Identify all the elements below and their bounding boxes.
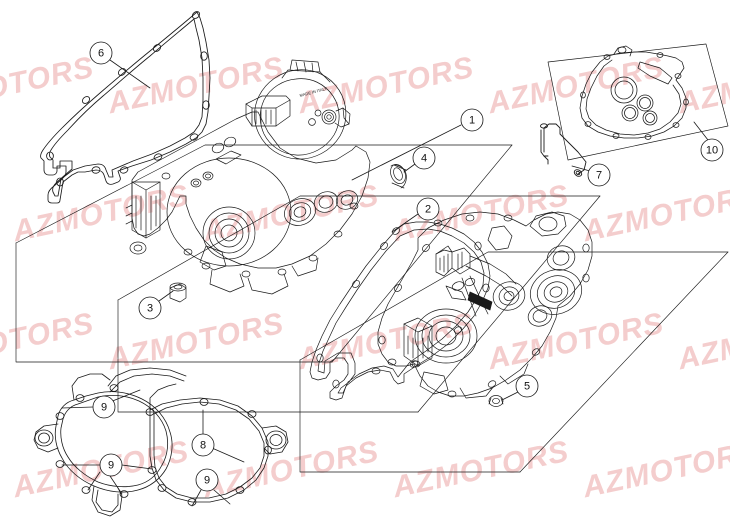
callout-9b-label: 9 (108, 460, 114, 472)
part-oil-pipe (540, 123, 587, 177)
part-dowel-pin-right (488, 395, 504, 407)
callout-6[interactable]: 6 (89, 41, 151, 89)
part-clutch-cover-gasket (40, 11, 211, 204)
callout-1-label: 1 (469, 115, 475, 127)
gasket-set-holes (55, 384, 272, 506)
callout-2[interactable]: 2 (391, 197, 440, 233)
callout-7-label: 7 (596, 170, 602, 182)
part-complete-gasket-kit (579, 45, 689, 140)
callout-5[interactable]: 5 (501, 374, 539, 401)
part-right-crankcase (377, 211, 593, 399)
callout-8-label: 8 (200, 440, 206, 452)
callout-8[interactable]: 8 (191, 409, 245, 463)
part-dowel-pin-small (169, 282, 187, 303)
callout-10[interactable]: 10 (693, 121, 724, 162)
svg-text:MADE IN ITALY: MADE IN ITALY (299, 86, 328, 98)
grouping-frames (15, 43, 729, 473)
callout-9a[interactable]: 9 (61, 389, 141, 419)
gasket-bolt-holes-2 (316, 219, 490, 389)
gasket-bolt-holes (46, 11, 210, 187)
callout-9c[interactable]: 9 (191, 468, 231, 507)
callout-7[interactable]: 7 (571, 163, 611, 187)
part-crankcase-gasket (309, 219, 491, 401)
callout-9b[interactable]: 9 (61, 453, 153, 495)
callout-2-label: 2 (425, 204, 431, 216)
part-left-crankcase: MADE IN ITALY (125, 59, 371, 295)
callout-5-label: 5 (524, 381, 530, 393)
callout-layer: 1 2 3 4 (61, 41, 724, 507)
callout-3-label: 3 (147, 303, 153, 315)
kit-gasket-holes (580, 52, 689, 140)
callout-4-label: 4 (421, 153, 427, 165)
part-gasket-set-bottom (33, 367, 289, 517)
callout-9a-label: 9 (101, 402, 107, 414)
callout-1[interactable]: 1 (351, 108, 484, 181)
callout-9c-label: 9 (204, 475, 210, 487)
callout-3[interactable]: 3 (138, 290, 174, 320)
callout-4[interactable]: 4 (403, 146, 436, 173)
callout-10-label: 10 (706, 145, 718, 157)
callout-6-label: 6 (98, 48, 104, 60)
part-bearing-bush (390, 164, 407, 189)
